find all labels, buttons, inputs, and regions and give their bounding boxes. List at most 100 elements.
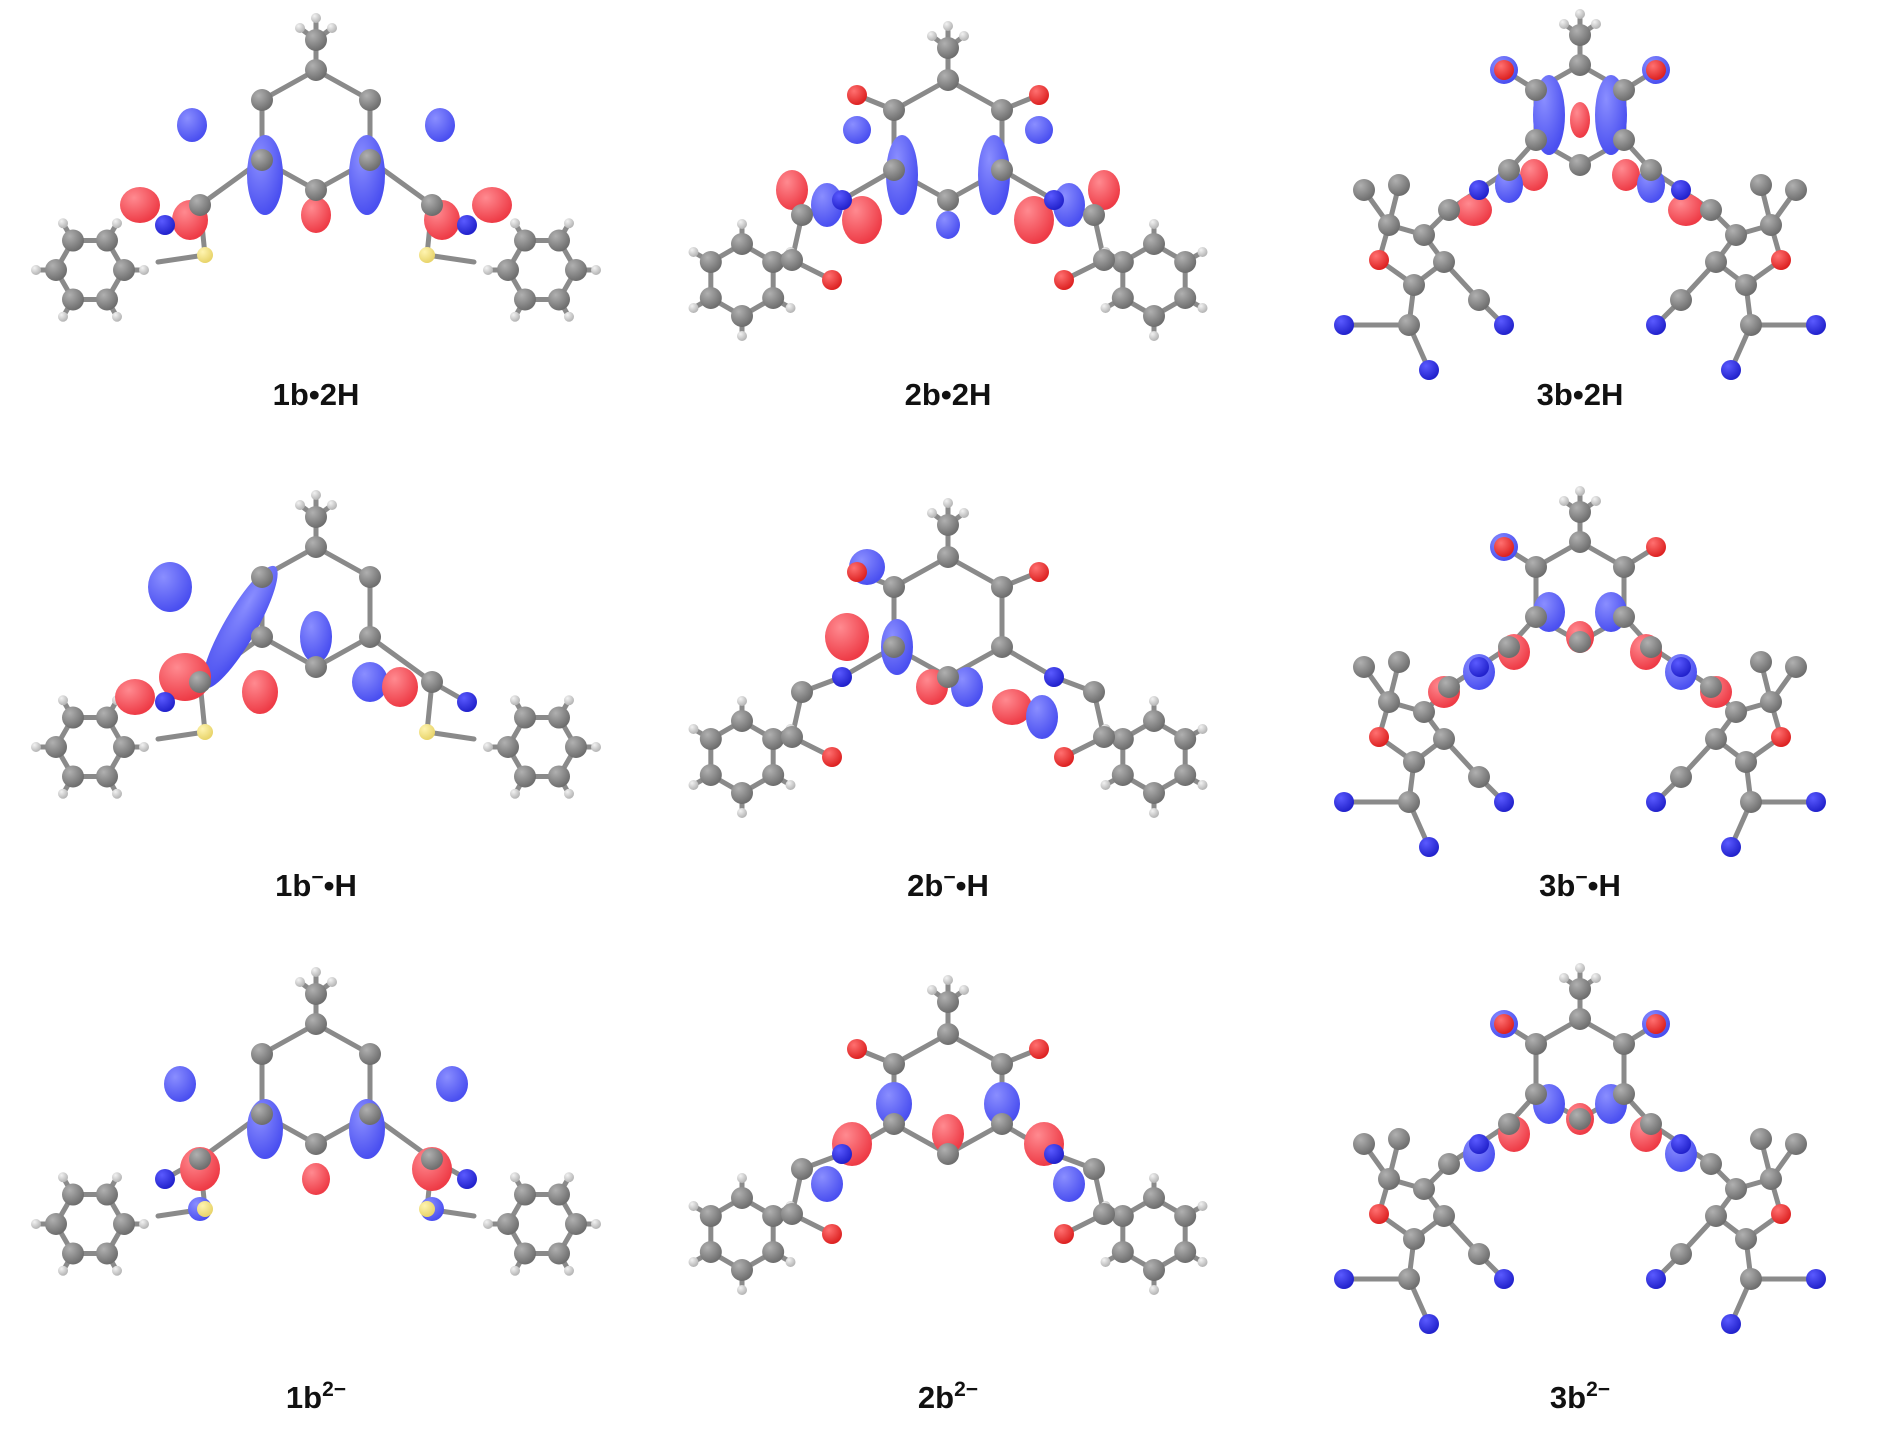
sulfur-atom: [419, 247, 435, 263]
nitrogen-atom: [1044, 1144, 1064, 1164]
carbon-atom: [1398, 1268, 1420, 1290]
carbon-atom: [1750, 174, 1772, 196]
caption-tail: •H: [1587, 868, 1621, 903]
hydrogen-atom: [688, 247, 699, 257]
carbon-atom: [514, 288, 536, 311]
carbon-atom: [1438, 1153, 1460, 1175]
hydrogen-atom: [483, 265, 493, 275]
carbon-atom: [113, 736, 135, 758]
hydrogen-atom: [927, 985, 937, 995]
carbon-atom: [1438, 199, 1460, 221]
nitrogen-atom: [1044, 190, 1064, 210]
carbon-atom: [548, 1183, 570, 1206]
orbital-lobe-positive: [247, 135, 283, 215]
carbon-atom: [1353, 1133, 1375, 1155]
oxygen-atom: [1646, 60, 1666, 80]
hydrogen-atom: [112, 788, 122, 799]
carbon-atom: [62, 229, 84, 252]
hydrogen-atom: [1149, 696, 1159, 706]
orbital-lobe-negative: [932, 1114, 964, 1154]
carbon-atom: [497, 259, 519, 281]
orbital-lobe-positive: [352, 662, 388, 702]
carbon-atom: [791, 1158, 813, 1180]
carbon-atom: [305, 506, 327, 528]
caption-main: 2b: [904, 377, 941, 412]
hydrogen-atom: [943, 498, 953, 508]
carbon-atom: [1569, 631, 1591, 653]
orbital-lobe-positive: [1053, 1166, 1085, 1202]
hydrogen-atom: [327, 500, 337, 510]
carbon-atom: [991, 1053, 1013, 1075]
nitrogen-atom: [1419, 837, 1439, 857]
carbon-atom: [937, 546, 959, 568]
hydrogen-atom: [1197, 1257, 1208, 1267]
caption-main: 1b: [275, 868, 312, 903]
carbon-atom: [1569, 978, 1591, 1000]
orbital-lobe-positive: [1025, 116, 1053, 144]
carbon-atom: [45, 736, 67, 758]
carbon-atom: [781, 726, 803, 748]
carbon-atom: [1111, 251, 1134, 273]
carbon-atom: [305, 983, 327, 1005]
nitrogen-atom: [1721, 837, 1741, 857]
nitrogen-atom: [832, 1144, 852, 1164]
carbon-atom: [1111, 1205, 1134, 1227]
hydrogen-atom: [1149, 1173, 1159, 1183]
carbon-atom: [1413, 701, 1435, 723]
nitrogen-atom: [1646, 792, 1666, 812]
carbon-atom: [1613, 1083, 1635, 1105]
carbon-atom: [1700, 676, 1722, 698]
oxygen-atom: [1771, 250, 1791, 270]
carbon-atom: [937, 666, 959, 688]
caption-main: 1b: [285, 1380, 323, 1415]
caption-main: 3b: [1539, 868, 1576, 903]
carbon-atom: [1760, 214, 1782, 236]
carbon-atom: [1353, 656, 1375, 678]
carbon-atom: [305, 1133, 327, 1155]
carbon-atom: [421, 1148, 443, 1170]
caption-main: 3b: [1549, 1380, 1587, 1415]
carbon-atom: [1640, 1113, 1662, 1135]
hydrogen-atom: [591, 1219, 601, 1229]
hydrogen-atom: [139, 742, 149, 752]
carbon-atom: [305, 536, 327, 558]
hydrogen-atom: [785, 303, 796, 313]
carbon-atom: [1143, 305, 1165, 327]
hydrogen-atom: [1100, 1257, 1111, 1267]
panel-3b-2minus: 3b2−: [1264, 954, 1896, 1431]
hydrogen-atom: [737, 331, 747, 341]
oxygen-atom: [847, 1039, 867, 1059]
oxygen-atom: [1494, 1014, 1514, 1034]
carbon-atom: [1785, 179, 1807, 201]
nitrogen-atom: [1469, 1134, 1489, 1154]
caption-2b-minus-h: 2b−•H: [632, 866, 1264, 906]
carbon-atom: [359, 1103, 381, 1125]
hydrogen-atom: [112, 218, 122, 229]
carbon-atom: [1569, 1108, 1591, 1130]
molecule-1b-minus-h: [31, 490, 601, 799]
carbon-atom: [731, 782, 753, 804]
hydrogen-atom: [510, 695, 520, 706]
orbital-lobe-negative: [242, 670, 278, 714]
carbon-atom: [189, 1148, 211, 1170]
hydrogen-atom: [564, 311, 574, 322]
orbital-lobe-positive: [177, 108, 207, 142]
carbon-atom: [1378, 1168, 1400, 1190]
carbon-atom: [1705, 251, 1727, 273]
carbon-atom: [1093, 726, 1115, 748]
hydrogen-atom: [1591, 973, 1601, 983]
carbon-atom: [1174, 251, 1197, 273]
carbon-atom: [991, 636, 1013, 658]
carbon-atom: [1569, 24, 1591, 46]
carbon-atom: [1705, 1205, 1727, 1227]
caption-1b-minus-h: 1b−•H: [0, 866, 632, 906]
carbon-atom: [883, 99, 905, 121]
hydrogen-atom: [31, 265, 41, 275]
carbon-atom: [1525, 1033, 1547, 1055]
orbital-lobe-positive: [436, 1066, 468, 1102]
carbon-atom: [883, 1113, 905, 1135]
carbon-atom: [1700, 1153, 1722, 1175]
oxygen-atom: [1771, 727, 1791, 747]
carbon-atom: [1705, 728, 1727, 750]
hydrogen-atom: [959, 985, 969, 995]
